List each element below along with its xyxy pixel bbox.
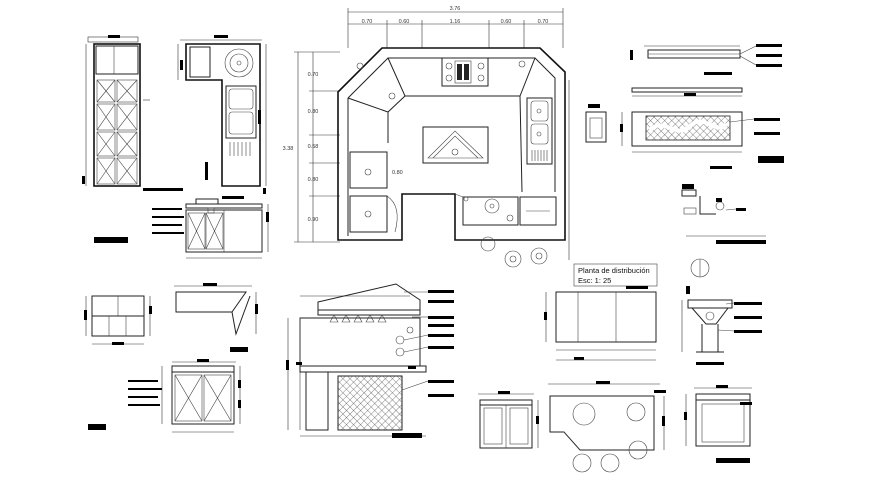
left-dim-4: 0.80 (308, 177, 319, 183)
marble-backsplash-detail (585, 87, 784, 169)
left-dim-2: 0.80 (308, 109, 319, 115)
plan-title-block: Planta de distribución Esc: 1: 25 (573, 263, 658, 287)
inner-dim-label: 0.80 (392, 170, 403, 176)
side-cabinet-elevation (684, 385, 752, 463)
angled-counter-top (174, 283, 258, 352)
top-dim-1: 0.70 (362, 19, 373, 25)
plan-counter-line (347, 57, 556, 236)
bar-counter-plan (548, 381, 666, 473)
sink-right (526, 97, 553, 165)
top-dim-3: 1.16 (450, 19, 461, 25)
upper-cabinet-elevation (84, 295, 152, 345)
left-dimension-chain: 3.38 0.70 0.80 0.58 0.80 0.90 (283, 51, 340, 243)
hood-section-elevation (286, 283, 454, 438)
sink-counter-elevation (94, 188, 269, 259)
sink-pedestal-section (681, 258, 762, 365)
left-dim-5: 0.90 (308, 217, 319, 223)
left-dim-1: 0.70 (308, 72, 319, 78)
overall-width-label: 3.76 (450, 6, 461, 12)
tall-cabinet-elevation (82, 35, 150, 187)
top-dim-5: 0.70 (538, 19, 549, 25)
countertop-edge-detail (630, 44, 782, 75)
bar-stools (480, 236, 548, 268)
bottom-right-appliances (454, 193, 557, 226)
left-dim-3: 0.58 (308, 144, 319, 150)
plan-title: Planta de distribución (578, 266, 650, 275)
plan-outer-walls (337, 47, 566, 241)
top-dimension-chain: 3.76 0.70 0.60 1.16 0.60 0.70 (347, 6, 564, 48)
l-counter-plan (177, 35, 267, 194)
plan-scale: Esc: 1: 25 (578, 276, 611, 285)
base-cabinet-front (88, 359, 241, 433)
kitchen-island (422, 126, 489, 164)
bar-cabinet-front (478, 391, 539, 449)
top-dim-4: 0.60 (501, 19, 512, 25)
hood-callouts (401, 290, 454, 397)
stove-top (441, 57, 489, 87)
faucet-detail (681, 184, 766, 244)
left-cabinets: 0.80 (349, 151, 403, 233)
main-floor-plan: 3.76 0.70 0.60 1.16 0.60 0.70 3.38 0.70 … (283, 6, 570, 268)
overall-height-label: 3.38 (283, 146, 294, 152)
top-dim-2: 0.60 (399, 19, 410, 25)
table-plan (544, 286, 657, 361)
